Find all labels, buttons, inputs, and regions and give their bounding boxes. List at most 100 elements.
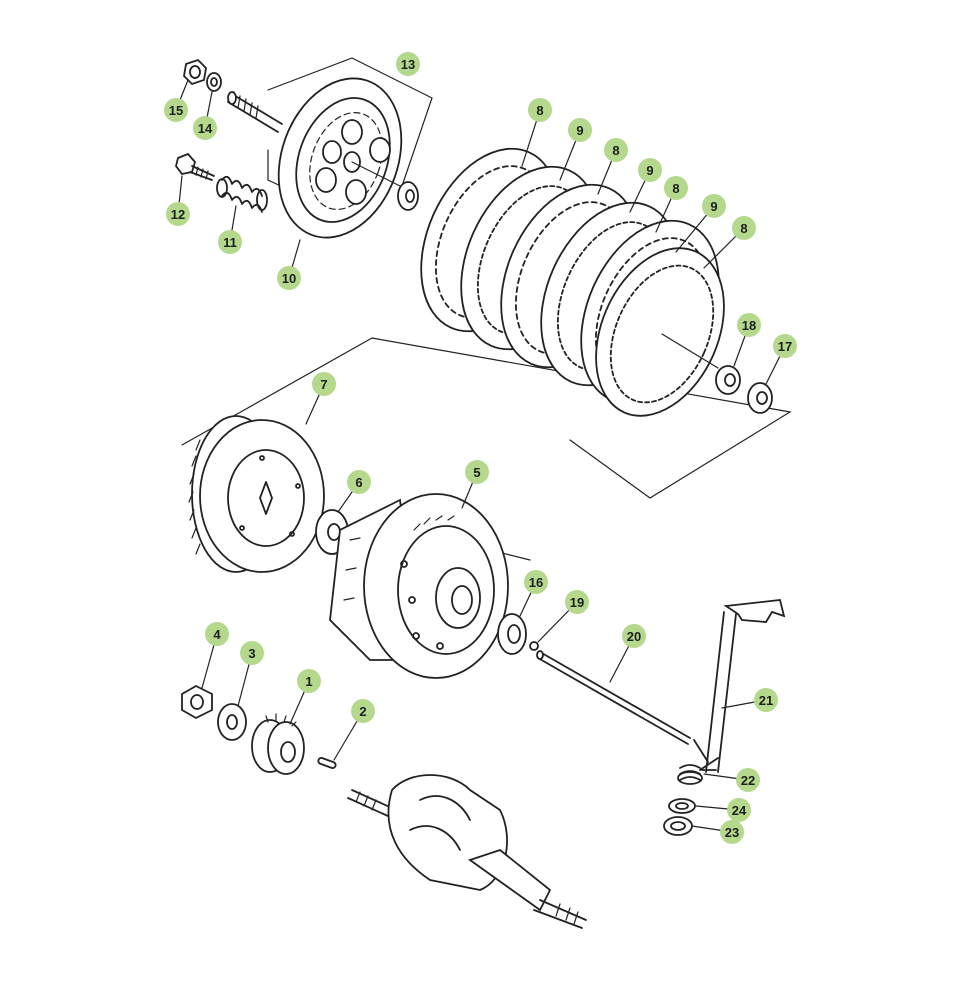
clutch-plate-stack (420, 147, 725, 417)
bolt-12 (175, 152, 215, 181)
callout-10: 10 (277, 266, 301, 290)
callout-number: 19 (570, 595, 584, 610)
callout-badge (720, 820, 744, 844)
callout-24: 24 (727, 798, 751, 822)
callout-22: 22 (736, 768, 760, 792)
callout-16: 16 (524, 570, 548, 594)
callout-badge (754, 688, 778, 712)
callout-number: 20 (627, 629, 641, 644)
group-outline-clutch-pack (181, 337, 792, 499)
callout-number: 8 (740, 221, 747, 236)
callout-23: 23 (720, 820, 744, 844)
callout-21: 21 (754, 688, 778, 712)
return-spring-22 (677, 757, 719, 785)
callout-badge (732, 216, 756, 240)
callout-badge (193, 116, 217, 140)
callout-number: 1 (305, 674, 312, 689)
callout-number: 7 (320, 377, 327, 392)
washer-16 (497, 613, 527, 655)
callout-badge (240, 641, 264, 665)
callout-number: 8 (672, 181, 679, 196)
callout-number: 9 (710, 199, 717, 214)
nut-4 (181, 684, 213, 720)
callout-number: 13 (401, 57, 415, 72)
callout-badge (702, 194, 726, 218)
callout-3: 3 (240, 641, 264, 665)
callout-1: 1 (297, 669, 321, 693)
push-lever-shaft-21 (693, 599, 786, 773)
lock-washer-17 (747, 382, 773, 414)
callout-17: 17 (773, 334, 797, 358)
callout-badge (524, 570, 548, 594)
callout-number: 5 (473, 465, 480, 480)
callout-8d: 8 (732, 216, 756, 240)
callout-badge (727, 798, 751, 822)
callout-badge (312, 372, 336, 396)
group-outline-pressure-plate (267, 57, 433, 187)
push-rod-20 (536, 650, 691, 745)
pressure-plate-washer (397, 181, 419, 211)
callout-badge (622, 624, 646, 648)
callout-number: 15 (169, 103, 183, 118)
spring-11 (216, 175, 268, 213)
callout-number: 22 (741, 773, 755, 788)
callout-9a: 9 (568, 118, 592, 142)
callout-number: 9 (646, 163, 653, 178)
callout-badge (166, 202, 190, 226)
callout-badge (736, 768, 760, 792)
washer-24 (668, 798, 696, 814)
callout-number: 23 (725, 825, 739, 840)
crankshaft (347, 774, 587, 929)
callout-4: 4 (205, 622, 229, 646)
callout-badge (205, 622, 229, 646)
washer-3 (217, 703, 247, 741)
callout-number: 8 (536, 103, 543, 118)
callout-badge (565, 590, 589, 614)
callout-9c: 9 (702, 194, 726, 218)
callout-badge (351, 699, 375, 723)
callout-layer: 1514131211108989898181776516192021431222… (164, 52, 797, 844)
callout-badge (277, 266, 301, 290)
ball-19 (529, 641, 539, 651)
callout-badge (347, 470, 371, 494)
callout-number: 10 (282, 271, 296, 286)
stud-bolt (227, 91, 283, 133)
callout-8c: 8 (664, 176, 688, 200)
callout-18: 18 (737, 313, 761, 337)
callout-20: 20 (622, 624, 646, 648)
callout-number: 16 (529, 575, 543, 590)
callout-badge (638, 158, 662, 182)
callout-badge (297, 669, 321, 693)
callout-number: 21 (759, 693, 773, 708)
callout-number: 4 (213, 627, 221, 642)
callout-number: 17 (778, 339, 792, 354)
callout-badge (604, 138, 628, 162)
oil-seal-23 (663, 816, 693, 836)
callout-14: 14 (193, 116, 217, 140)
nut-15 (183, 58, 207, 86)
callout-8a: 8 (528, 98, 552, 122)
callout-12: 12 (166, 202, 190, 226)
callout-badge (773, 334, 797, 358)
primary-drive-gear-1 (251, 713, 305, 775)
callout-7: 7 (312, 372, 336, 396)
washer-14 (206, 72, 222, 92)
callout-badge (568, 118, 592, 142)
callout-9b: 9 (638, 158, 662, 182)
callout-badge (218, 230, 242, 254)
callout-5: 5 (465, 460, 489, 484)
callout-number: 8 (612, 143, 619, 158)
callout-number: 6 (355, 475, 362, 490)
callout-number: 14 (198, 121, 213, 136)
pressure-plate-10 (277, 77, 403, 239)
callout-badge (465, 460, 489, 484)
callout-number: 12 (171, 207, 185, 222)
callout-badge (528, 98, 552, 122)
callout-number: 2 (359, 704, 366, 719)
callout-number: 9 (576, 123, 583, 138)
callout-19: 19 (565, 590, 589, 614)
callout-8b: 8 (604, 138, 628, 162)
woodruff-key-2 (317, 757, 337, 769)
